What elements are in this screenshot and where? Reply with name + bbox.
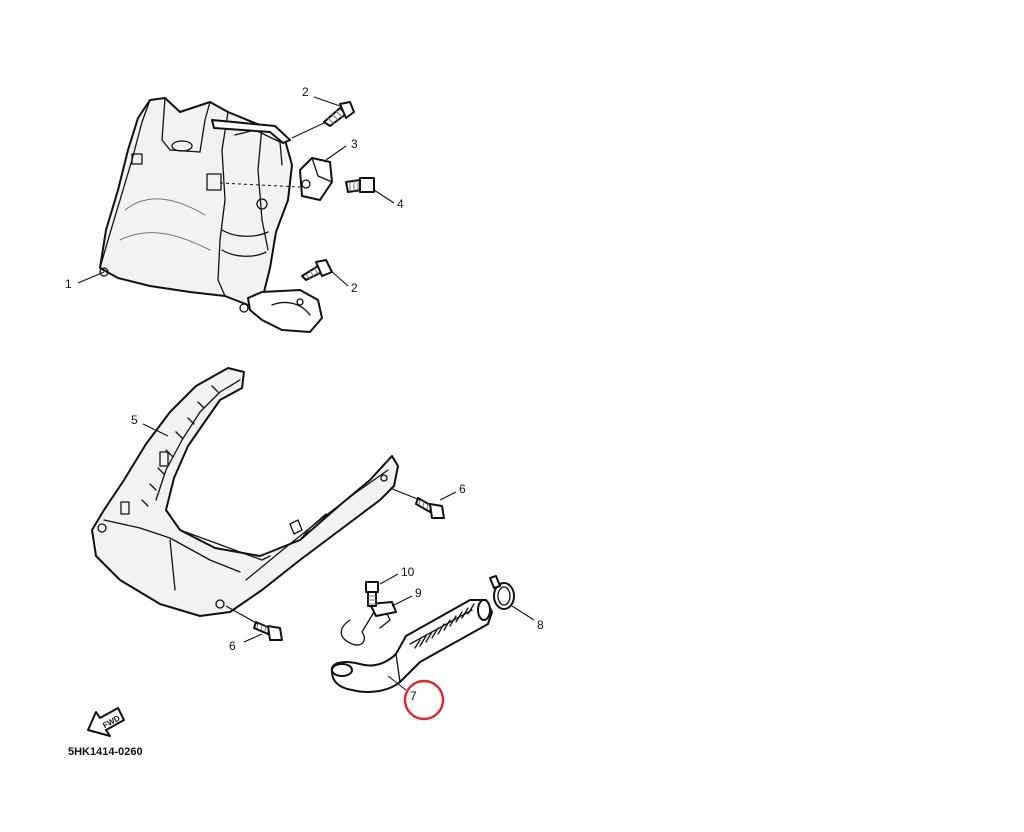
part-4-bolt	[345, 177, 375, 193]
callout-6-left: 6	[229, 639, 236, 653]
callout-1: 1	[65, 277, 72, 291]
part-2-screw-upper	[323, 101, 355, 127]
part-10-bolt	[365, 581, 379, 607]
callout-10: 10	[401, 565, 415, 579]
part-1-leg-shield	[99, 97, 323, 333]
callout-5: 5	[131, 413, 138, 427]
part-6-screw-left	[253, 621, 283, 641]
part-5-side-cover	[91, 367, 399, 617]
part-9-spring-clip	[340, 601, 397, 646]
part-6-screw-right	[415, 497, 445, 519]
part-2-screw-lower	[301, 259, 333, 281]
part-3-clip-nut	[299, 157, 333, 201]
callout-8: 8	[537, 618, 544, 632]
callout-4: 4	[397, 197, 404, 211]
callout-2-upper: 2	[302, 85, 309, 99]
part-8-hose-clamp	[489, 575, 515, 610]
callout-6-right: 6	[459, 482, 466, 496]
drawing-code: 5HK1414-0260	[68, 746, 143, 758]
callout-7-highlight-circle	[403, 679, 445, 721]
callout-7: 7	[410, 689, 417, 703]
callout-2-lower: 2	[351, 281, 358, 295]
callout-9: 9	[415, 586, 422, 600]
callout-3: 3	[351, 137, 358, 151]
part-7-hose	[330, 599, 493, 693]
fwd-direction-arrow: FWD	[87, 707, 125, 737]
